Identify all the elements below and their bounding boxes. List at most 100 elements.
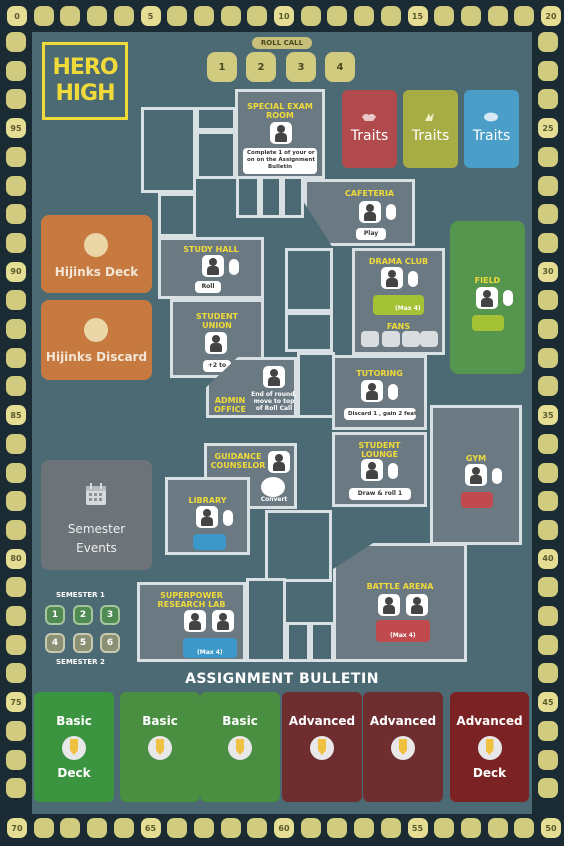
- traits-deck-yellow[interactable]: Traits: [403, 90, 458, 168]
- track-space[interactable]: 60: [274, 818, 294, 838]
- track-space[interactable]: [538, 720, 558, 741]
- track-space[interactable]: [6, 89, 26, 110]
- track-space[interactable]: [538, 89, 558, 110]
- track-space[interactable]: [60, 6, 81, 26]
- track-space[interactable]: 95: [6, 118, 26, 139]
- student-slot[interactable]: [381, 267, 403, 289]
- hijinks-discard[interactable]: Hijinks Discard: [41, 300, 152, 380]
- student-slot[interactable]: [263, 366, 285, 388]
- room-superpower-research-lab[interactable]: SUPERPOWER RESEARCH LAB (Max 4): [137, 582, 246, 662]
- room-student-lounge[interactable]: STUDENT LOUNGE Draw & roll 1: [332, 432, 427, 507]
- assignment-deck-2[interactable]: Basic: [120, 692, 200, 802]
- track-space[interactable]: [6, 60, 26, 81]
- student-slot[interactable]: [202, 255, 224, 277]
- student-slot[interactable]: [270, 122, 292, 144]
- track-space[interactable]: [460, 818, 481, 838]
- track-space[interactable]: [538, 347, 558, 368]
- student-slot[interactable]: [212, 610, 234, 632]
- track-space[interactable]: [60, 818, 81, 838]
- track-space[interactable]: 0: [7, 6, 27, 26]
- track-space[interactable]: [538, 32, 558, 52]
- track-space[interactable]: [327, 6, 348, 26]
- track-space[interactable]: [538, 175, 558, 196]
- track-space[interactable]: [6, 634, 26, 655]
- track-space[interactable]: [6, 491, 26, 512]
- track-space[interactable]: [247, 818, 268, 838]
- track-space[interactable]: [538, 60, 558, 81]
- track-space[interactable]: [300, 818, 321, 838]
- student-slot[interactable]: [205, 332, 227, 354]
- track-space[interactable]: [6, 749, 26, 770]
- fan-slot[interactable]: [361, 331, 379, 347]
- track-space[interactable]: [434, 818, 455, 838]
- track-space[interactable]: [538, 606, 558, 626]
- track-space[interactable]: 5: [140, 6, 161, 26]
- student-slot[interactable]: [378, 594, 400, 616]
- track-space[interactable]: [87, 6, 108, 26]
- room-tutoring[interactable]: TUTORING Discard 1 , gain 2 feat: [332, 355, 427, 430]
- roll-call-slot-1[interactable]: 1: [207, 52, 237, 82]
- track-space[interactable]: [6, 175, 26, 196]
- traits-deck-red[interactable]: Traits: [342, 90, 397, 168]
- student-slot[interactable]: [184, 610, 206, 632]
- semester-slot-6[interactable]: 6: [100, 633, 120, 653]
- semester-events-deck[interactable]: Semester Events: [41, 460, 152, 570]
- roll-call-slot-2[interactable]: 2: [246, 52, 276, 82]
- track-space[interactable]: [487, 6, 508, 26]
- track-space[interactable]: [434, 6, 455, 26]
- track-space[interactable]: 55: [407, 818, 428, 838]
- track-space[interactable]: [538, 433, 558, 454]
- track-space[interactable]: 85: [6, 405, 26, 426]
- track-space[interactable]: [6, 146, 26, 167]
- assignment-deck-3[interactable]: Basic: [200, 692, 280, 802]
- track-space[interactable]: [193, 818, 214, 838]
- track-space[interactable]: 10: [274, 6, 294, 26]
- track-space[interactable]: [538, 577, 558, 598]
- track-space[interactable]: [6, 720, 26, 741]
- student-slot[interactable]: [359, 201, 381, 223]
- student-slot[interactable]: [268, 451, 290, 473]
- assignment-deck-4[interactable]: Advanced: [282, 692, 362, 802]
- room-study-hall[interactable]: STUDY HALL Roll: [158, 237, 264, 299]
- track-space[interactable]: [538, 634, 558, 655]
- assignment-deck-5[interactable]: Advanced: [363, 692, 443, 802]
- track-space[interactable]: [380, 818, 401, 838]
- room-library[interactable]: LIBRARY: [165, 477, 250, 555]
- track-space[interactable]: [538, 462, 558, 483]
- track-space[interactable]: [6, 32, 26, 52]
- track-space[interactable]: 65: [140, 818, 161, 838]
- track-space[interactable]: [113, 818, 134, 838]
- track-space[interactable]: [514, 818, 535, 838]
- track-space[interactable]: 90: [6, 261, 26, 282]
- semester-slot-2[interactable]: 2: [73, 605, 93, 625]
- track-space[interactable]: [538, 204, 558, 225]
- track-space[interactable]: [113, 6, 134, 26]
- roll-call-slot-4[interactable]: 4: [325, 52, 355, 82]
- track-space[interactable]: [300, 6, 321, 26]
- track-space[interactable]: [193, 6, 214, 26]
- fan-slot[interactable]: [420, 331, 438, 347]
- room-field[interactable]: FIELD: [450, 221, 525, 374]
- track-space[interactable]: [380, 6, 401, 26]
- track-space[interactable]: 40: [538, 548, 558, 569]
- student-slot[interactable]: [476, 287, 498, 309]
- track-space[interactable]: [460, 6, 481, 26]
- track-space[interactable]: [6, 519, 26, 540]
- track-space[interactable]: 15: [407, 6, 428, 26]
- track-space[interactable]: [538, 376, 558, 397]
- track-space[interactable]: [538, 232, 558, 253]
- track-space[interactable]: [87, 818, 108, 838]
- track-space[interactable]: [538, 749, 558, 770]
- track-space[interactable]: 25: [538, 118, 558, 139]
- track-space[interactable]: [6, 204, 26, 225]
- room-battle-arena[interactable]: BATTLE ARENA (Max 4): [333, 543, 467, 662]
- track-space[interactable]: 45: [538, 692, 558, 713]
- fan-slot[interactable]: [402, 331, 420, 347]
- track-space[interactable]: [538, 778, 558, 799]
- track-space[interactable]: 70: [7, 818, 27, 838]
- room-admin-office[interactable]: ADMIN OFFICE End of round, move to top o…: [206, 357, 297, 418]
- track-space[interactable]: [538, 146, 558, 167]
- track-space[interactable]: [354, 818, 375, 838]
